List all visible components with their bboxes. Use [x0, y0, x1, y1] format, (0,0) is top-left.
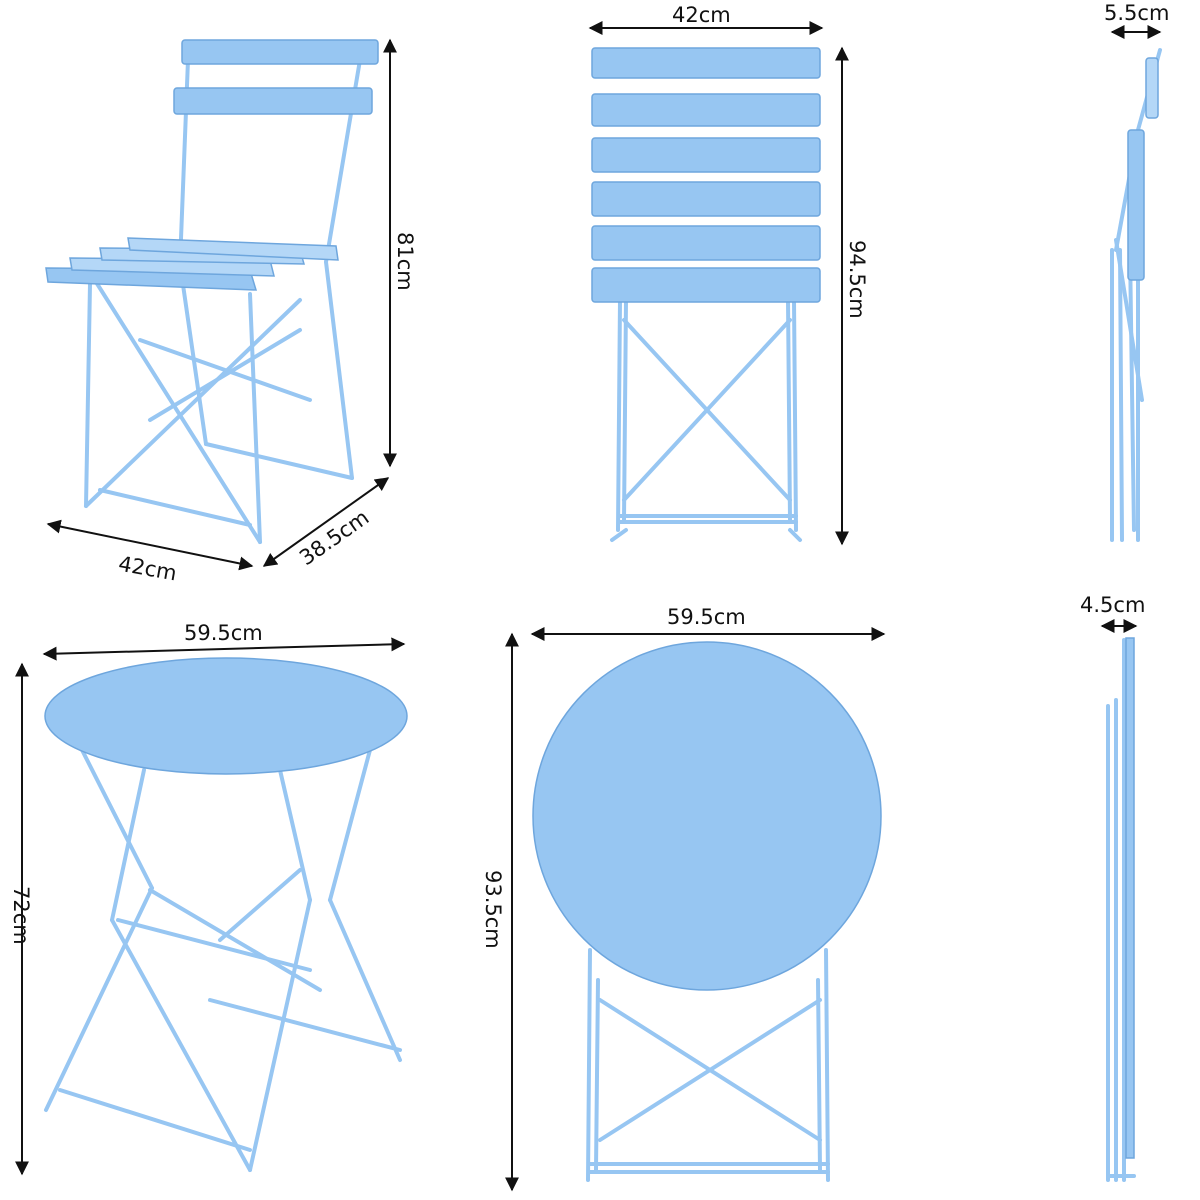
- table-folded-thickness-label: 4.5cm: [1080, 593, 1145, 617]
- chair-folded-side-view: [1110, 48, 1162, 542]
- chair-height-dimension: 81cm: [383, 38, 417, 468]
- chair-width-label: 42cm: [117, 552, 179, 586]
- chair-folded-thickness-label: 5.5cm: [1104, 1, 1169, 25]
- table-folded-height-dimension: 93.5cm: [481, 632, 519, 1192]
- chair-folded-thickness-dimension: 5.5cm: [1104, 1, 1169, 39]
- chair-open-view: [45, 39, 379, 544]
- chair-width-dimension: 42cm: [46, 519, 254, 586]
- chair-folded-slat: [591, 137, 821, 173]
- table-folded-width-label: 59.5cm: [667, 605, 746, 629]
- table-side-top: [1125, 637, 1135, 1159]
- table-height-dimension: 72cm: [9, 662, 33, 1176]
- table-folded-height-label: 93.5cm: [481, 870, 505, 949]
- chair-folded-front-view: [591, 47, 821, 542]
- chair-folded-height-label: 94.5cm: [845, 240, 869, 319]
- table-folded-frame: [586, 948, 830, 1182]
- chair-folded-slat: [591, 47, 821, 79]
- chair-folded-slat: [591, 181, 821, 217]
- chair-side-slats: [1127, 129, 1145, 281]
- chair-back-slat: [181, 39, 379, 65]
- table-folded-width-dimension: 59.5cm: [530, 605, 886, 641]
- chair-folded-width-label: 42cm: [672, 3, 731, 27]
- table-folded-side-view: [1106, 637, 1136, 1182]
- table-open-frame: [44, 744, 402, 1172]
- chair-depth-dimension: 38.5cm: [262, 477, 390, 570]
- chair-seat-slat: [127, 237, 339, 261]
- table-folded-thickness-dimension: 4.5cm: [1080, 593, 1145, 633]
- chair-folded-slat: [591, 267, 821, 303]
- chair-side-frame: [1110, 48, 1162, 542]
- chair-folded-slat: [591, 93, 821, 127]
- table-folded-front-view: [532, 641, 882, 1182]
- table-folded-top: [532, 641, 882, 991]
- chair-folded-frame: [610, 298, 802, 542]
- table-width-dimension: 59.5cm: [42, 621, 406, 661]
- table-height-label: 72cm: [9, 886, 33, 945]
- chair-folded-width-dimension: 42cm: [588, 3, 824, 35]
- chair-height-label: 81cm: [393, 232, 417, 291]
- chair-open-frame: [84, 58, 362, 544]
- table-open-view: [44, 657, 408, 1172]
- table-width-label: 59.5cm: [184, 621, 263, 645]
- chair-side-slats: [1145, 57, 1159, 119]
- table-top: [44, 657, 408, 775]
- chair-back-slat: [173, 87, 373, 115]
- chair-folded-height-dimension: 94.5cm: [835, 46, 869, 546]
- chair-folded-slat: [591, 225, 821, 261]
